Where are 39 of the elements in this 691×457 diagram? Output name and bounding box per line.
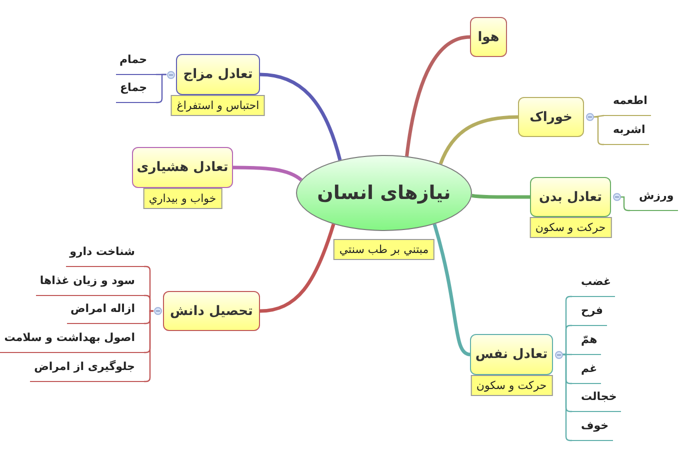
subtopic-label: جلوگیری از امراض [30,357,144,382]
branch-line [233,166,302,182]
subtopic-label: شناخت دارو [66,242,144,267]
subtopic-label: اصول بهداشت و سلامت [0,328,144,353]
topic-title: تعادل بدن [538,190,602,204]
subtopic-label: خوف [572,416,613,441]
note-label: حرکت و سکون [529,217,612,238]
subtopic-label: غضب [572,272,615,297]
topic-title: خوراک [530,110,572,124]
connector-line [593,114,604,118]
subtopic-label: اشربه [604,120,650,145]
subtopic-label: حمام [116,50,156,75]
connector-line [144,294,154,312]
subtopic-label: همّ [572,330,602,355]
topic-title: تحصیل دانش [170,304,253,318]
subtopic-label: فرح [572,301,607,326]
branch-line [260,72,342,161]
branch-line [260,224,336,313]
subtopic-label: ورزش [630,186,678,211]
branch-line [472,194,530,199]
topic-title: تعادل هشیاری [136,160,228,175]
connector-line [620,196,630,212]
note-label: مبتني بر طب سنتي [333,239,435,260]
subtopic-label: غم [572,359,602,384]
subtopic-label: خجالت [572,387,621,412]
branch-line [438,115,518,165]
subtopic-label: اطعمه [604,91,652,116]
central-topic-title: نیازهای انسان [317,182,451,204]
topic-title: تعادل نفس [475,347,548,362]
branch-line [405,35,470,157]
note-label: حرکت و سکون [470,375,553,396]
subtopic-label: سود و زیان غذاها [36,271,144,296]
note-label: احتباس و استفراغ [170,95,266,116]
connector-line [562,324,572,356]
subtopic-label: جماع [116,78,156,103]
subtopic-label: ازاله امراض [66,299,144,324]
topic-title: هوا [478,30,500,44]
note-label: خواب و بيداري [142,188,222,209]
topic-title: تعادل مزاج [183,67,253,82]
